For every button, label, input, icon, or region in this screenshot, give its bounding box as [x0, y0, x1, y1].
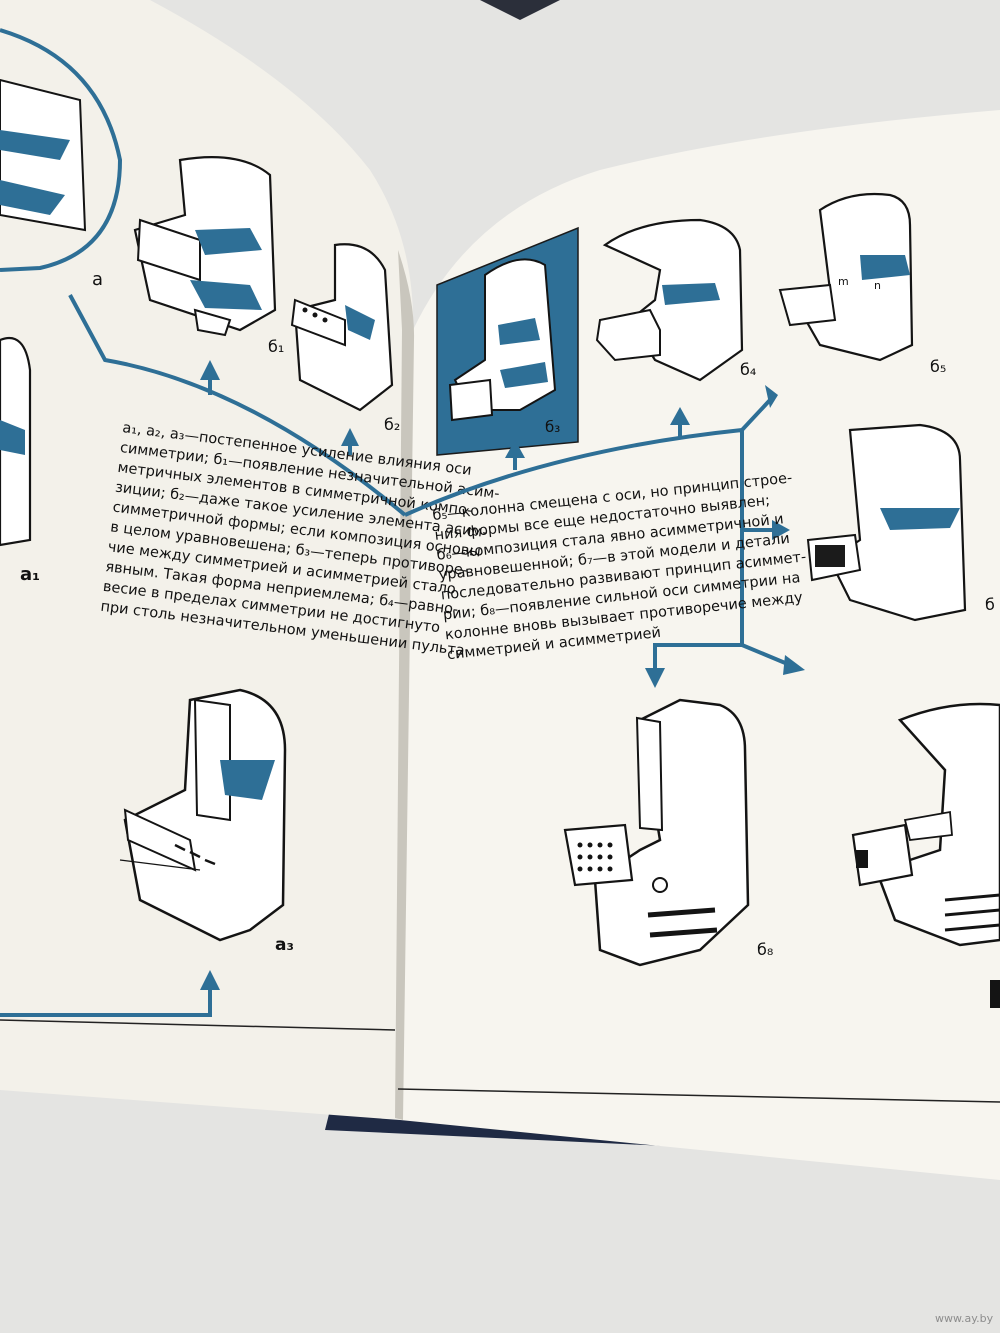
- arrow-up-b1: [200, 360, 220, 380]
- watermark: www.ay.by: [935, 1312, 994, 1325]
- figure-b8-machine: [851, 702, 1000, 947]
- label-a3: а₃: [275, 935, 294, 955]
- label-b3: б₃: [545, 418, 560, 436]
- arrow-up-b4: [670, 407, 690, 425]
- label-b1: б₁: [268, 337, 284, 356]
- page-corner-mark: [990, 980, 1000, 1008]
- arrow-diag-b8: [783, 655, 805, 675]
- right-page-rule: [397, 1088, 1000, 1103]
- label-b5: б₅: [930, 357, 946, 376]
- left-page: [0, 0, 414, 1120]
- figure-a3-machine: [119, 688, 287, 942]
- figure-b2-machine: [290, 243, 394, 412]
- figure-b3-panel: [436, 226, 579, 456]
- book-cover-top: [480, 0, 560, 20]
- figure-b5-machine: m n: [778, 192, 914, 362]
- figure-a-circle: [0, 28, 123, 272]
- figure-a1-machine: [0, 337, 32, 547]
- figure-b7-machine: [563, 698, 750, 967]
- arrow-up-b2: [341, 428, 359, 446]
- label-b6: б: [985, 595, 995, 614]
- svg-text:n: n: [874, 279, 881, 292]
- label-b2: б₂: [384, 415, 400, 434]
- left-page-rule: [0, 1019, 396, 1031]
- flow-connector-right: [404, 398, 791, 668]
- arrow-down-b7: [645, 668, 665, 688]
- arrow-diag-b5: [765, 385, 778, 408]
- gutter-shadow: [395, 250, 415, 1120]
- label-b8: б₈: [757, 940, 773, 959]
- figure-b4-machine: [595, 218, 744, 382]
- arrow-up-a3: [200, 970, 220, 990]
- figure-b6-machine: [806, 423, 967, 622]
- svg-text:m: m: [838, 275, 849, 288]
- label-b4: б₄: [740, 360, 756, 379]
- arrow-up-b3: [505, 440, 525, 458]
- label-a: а: [92, 269, 103, 290]
- arrow-right-b6: [772, 520, 790, 540]
- figure-b1-machine: [133, 156, 277, 337]
- label-a1: а₁: [20, 564, 40, 585]
